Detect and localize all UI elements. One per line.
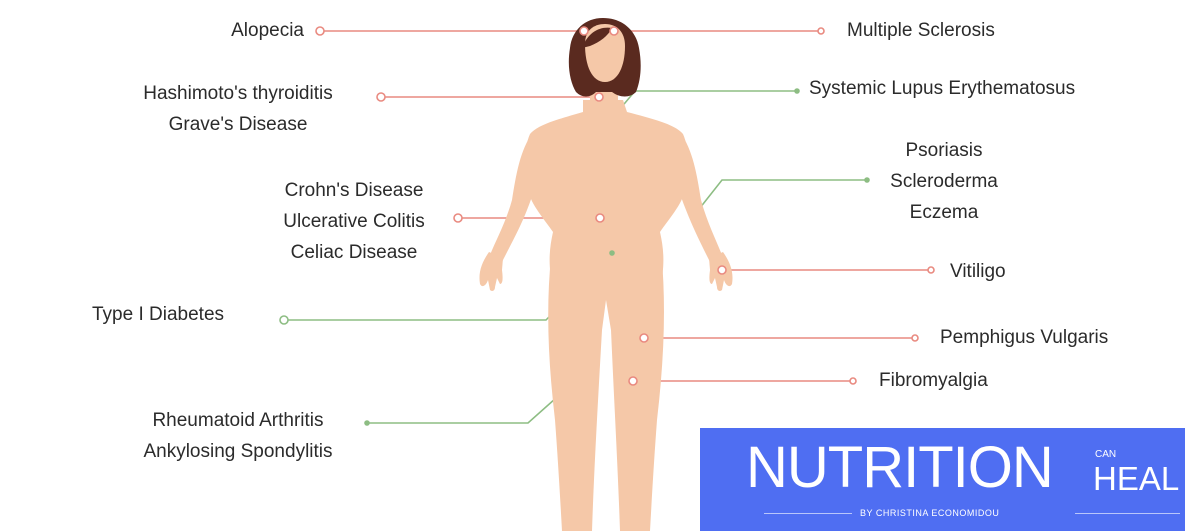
label-diabetes: Type I Diabetes [92,299,224,330]
label-line: Hashimoto's thyroiditis [120,78,356,109]
label-line: Eczema [858,197,1030,228]
label-multiple-sclerosis: Multiple Sclerosis [847,15,995,46]
label-line: Psoriasis [858,135,1030,166]
marker-lupus-end [795,89,799,93]
marker-diabetes-body [610,251,614,255]
marker-ms-body [610,27,618,35]
label-digestive: Crohn's Disease Ulcerative Colitis Celia… [250,175,458,268]
connector-arthritis [368,382,574,423]
label-line: Alopecia [231,15,304,46]
label-line: Scleroderma [858,166,1030,197]
label-vitiligo: Vitiligo [950,256,1006,287]
brand-rule-left [764,513,852,514]
marker-arthritis-end [365,421,369,425]
marker-alopecia-body [580,27,588,35]
label-line: Multiple Sclerosis [847,15,995,46]
marker-diabetes-end [280,316,288,324]
marker-alopecia-end [316,27,324,35]
human-figure [479,18,732,531]
label-line: Vitiligo [950,256,1006,287]
label-skin: Psoriasis Scleroderma Eczema [858,135,1030,228]
label-pemphigus: Pemphigus Vulgaris [940,322,1108,353]
label-arthritis: Rheumatoid Arthritis Ankylosing Spondyli… [118,405,358,467]
label-line: Crohn's Disease [250,175,458,206]
label-line: Ulcerative Colitis [250,206,458,237]
label-line: Rheumatoid Arthritis [118,405,358,436]
marker-pemphigus-end [912,335,918,341]
brand-logo: NUTRITION CAN HEAL BY CHRISTINA ECONOMID… [700,428,1185,531]
body-hand-left [479,252,503,291]
label-line: Celiac Disease [250,237,458,268]
marker-thyroid-body [595,93,603,101]
label-line: Type I Diabetes [92,299,224,330]
marker-fibromyalgia-end [850,378,856,384]
marker-ms-end [818,28,824,34]
marker-vitiligo-end [928,267,934,273]
marker-vitiligo-body [718,266,726,274]
label-line: Ankylosing Spondylitis [118,436,358,467]
marker-pemphigus-body [640,334,648,342]
connector-skin [692,180,866,218]
marker-fibromyalgia-body [629,377,637,385]
label-line: Pemphigus Vulgaris [940,322,1108,353]
brand-heal-text: HEAL [1093,462,1179,496]
label-lupus: Systemic Lupus Erythematosus [809,73,1075,104]
body-torso [525,100,688,290]
brand-can-text: CAN [1095,450,1116,460]
marker-thyroid-end [377,93,385,101]
label-line: Systemic Lupus Erythematosus [809,73,1075,104]
marker-digestive-body [596,214,604,222]
brand-wordmark: NUTRITION [746,438,1053,498]
label-line: Fibromyalgia [879,365,988,396]
label-alopecia: Alopecia [231,15,304,46]
label-line: Grave's Disease [120,109,356,140]
brand-byline: BY CHRISTINA ECONOMIDOU [860,507,999,519]
label-fibromyalgia: Fibromyalgia [879,365,988,396]
brand-rule-right [1075,513,1180,514]
label-thyroid: Hashimoto's thyroiditis Grave's Disease [120,78,356,140]
